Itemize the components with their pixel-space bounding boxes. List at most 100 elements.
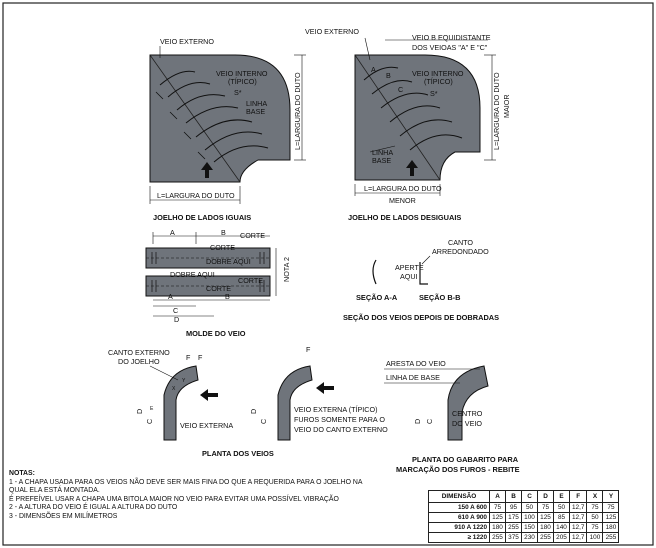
table-cell: 150 <box>521 522 538 533</box>
template-jig: ARESTA DO VEIO LINHA DE BASE CENTRO DO V… <box>384 359 520 474</box>
table-cell: 140 <box>553 522 570 533</box>
label-b: B <box>386 71 391 80</box>
label-aqui: AQUI <box>400 272 418 281</box>
section-aa-shape <box>372 259 377 285</box>
table-header: Y <box>602 490 620 503</box>
label-c: C <box>398 85 403 94</box>
table-cell: 12,7 <box>568 512 588 523</box>
dim-a-bottom: A <box>168 292 173 301</box>
label-veio-interno: VEIO INTERNO <box>412 69 464 78</box>
label-largura-side: L=LARGURA DO DUTO <box>492 72 501 150</box>
dim-e-left: E <box>150 406 154 412</box>
label-dobre-aqui-2: DOBRE AQUI <box>170 270 215 279</box>
label-linha-de-base: LINHA DE BASE <box>386 373 440 382</box>
note-2: 2 - A ALTURA DO VEIO É IGUAL A ALTURA DO… <box>9 504 178 512</box>
note-1c: É PREFEÍVEL USAR A CHAPA UMA BITOLA MAIO… <box>9 495 339 503</box>
label-veio-interno-tipico: (TÍPICO) <box>228 77 257 86</box>
table-cell: 100 <box>586 532 604 543</box>
table-header: DIMENSÃO <box>428 490 490 503</box>
table-header: A <box>489 490 506 503</box>
note-1a: 1 - A CHAPA USADA PARA OS VEIOS NÃO DEVE… <box>9 478 363 486</box>
dim-c-right: C <box>259 419 268 424</box>
table-cell: 230 <box>521 532 538 543</box>
elbow-body <box>149 54 291 183</box>
table-header: C <box>521 490 538 503</box>
turning-vanes <box>363 66 463 151</box>
note-1b: QUAL ELA ESTÁ MONTADA. <box>9 487 100 495</box>
rivet-holes <box>151 252 265 292</box>
dim-d: D <box>174 315 179 324</box>
label-tipico-3: VEIO DO CANTO EXTERNO <box>294 425 388 434</box>
turning-vanes <box>159 70 269 163</box>
table-cell: 50 <box>586 512 604 523</box>
vane-sections: CANTO ARREDONDADO APERTE AQUI SEÇÃO A-A … <box>343 238 499 322</box>
caption-joelho-iguais: JOELHO DE LADOS IGUAIS <box>153 213 251 222</box>
label-do-joelho: DO JOELHO <box>118 357 160 366</box>
label-nota-2: NOTA 2 <box>282 257 291 282</box>
elbow-diagonal <box>149 54 241 183</box>
dim-d-left: D <box>135 409 144 414</box>
vane-ticks <box>155 91 206 160</box>
label-largura-bottom: L=LARGURA DO DUTO <box>157 191 235 200</box>
label-arredondado: ARREDONDADO <box>432 247 489 256</box>
table-header: F <box>568 490 588 503</box>
notes-title: NOTAS: <box>9 470 35 477</box>
label-largura-bottom-menor: MENOR <box>389 196 416 205</box>
label-do-veio: DO VEIO <box>452 419 482 428</box>
flow-arrow-icon <box>316 382 334 394</box>
table-cell: 75 <box>586 502 604 513</box>
dim-b-top: B <box>221 228 226 237</box>
table-cell: 255 <box>489 532 506 543</box>
notes-block: NOTAS: 1 - A CHAPA USADA PARA OS VEIOS N… <box>9 470 389 522</box>
label-aperte: APERTE <box>395 263 424 272</box>
label-veio-externo: VEIO EXTERNO <box>160 37 214 46</box>
caption-joelho-desiguais: JOELHO DE LADOS DESIGUAIS <box>348 213 461 222</box>
dim-f-left-1: F <box>186 353 191 362</box>
table-cell: 100 <box>521 512 538 523</box>
dim-d-jig: D <box>413 419 422 424</box>
table-cell: 75 <box>602 502 620 513</box>
dim-b-bottom: B <box>225 292 230 301</box>
dim-c: C <box>173 306 178 315</box>
caption-gabarito-1: PLANTA DO GABARITO PARA <box>412 455 519 464</box>
elbow-equal-sides: VEIO EXTERNO VEIO INTERNO (TÍPICO) S* LI… <box>149 37 306 222</box>
dim-f-left-2: F <box>198 353 203 362</box>
table-cell: 12,7 <box>568 502 588 513</box>
label-veio-interno-tipico: (TÍPICO) <box>424 77 453 86</box>
elbow-unequal-sides: A B C VEIO EXTERNO VEIO B EQUIDISTANTE D… <box>305 27 511 222</box>
dim-d-right: D <box>249 409 258 414</box>
label-corte-3: CORTE <box>206 284 231 293</box>
label-secao-aa: SEÇÃO A-A <box>356 293 398 302</box>
table-cell: 255 <box>505 522 522 533</box>
label-veio-interno: VEIO INTERNO <box>216 69 268 78</box>
table-cell: 375 <box>505 532 522 543</box>
label-base: BASE <box>246 107 265 116</box>
label-equidistante-1: VEIO B EQUIDISTANTE <box>412 33 491 42</box>
table-cell-range: 910 A 1220 <box>428 522 490 533</box>
dim-y-left: Y <box>182 378 186 384</box>
caption-secoes: SEÇÃO DOS VEIOS DEPOIS DE DOBRADAS <box>343 313 499 322</box>
label-secao-bb: SEÇÃO B-B <box>419 293 460 302</box>
dim-c-left: C <box>145 419 154 424</box>
table-header: D <box>537 490 554 503</box>
table-header: X <box>586 490 604 503</box>
table-cell-range: 610 A 900 <box>428 512 490 523</box>
table-header-row: DIMENSÃO A B C D E F X Y <box>428 490 620 503</box>
label-centro: CENTRO <box>452 409 483 418</box>
label-corte-1: CORTE <box>210 243 235 252</box>
label-linha: LINHA <box>246 99 267 108</box>
table-cell-range: ≥ 1220 <box>428 532 490 543</box>
table-cell: 95 <box>505 502 522 513</box>
label-base: BASE <box>372 156 391 165</box>
table-cell: 180 <box>537 522 554 533</box>
section-bb-shape <box>419 262 428 285</box>
flow-arrow-icon <box>406 160 418 176</box>
vane-plans: CANTO EXTERNO DO JOELHO F F X Y E D C VE… <box>108 345 388 458</box>
table-cell: 75 <box>586 522 604 533</box>
table-cell: 205 <box>553 532 570 543</box>
